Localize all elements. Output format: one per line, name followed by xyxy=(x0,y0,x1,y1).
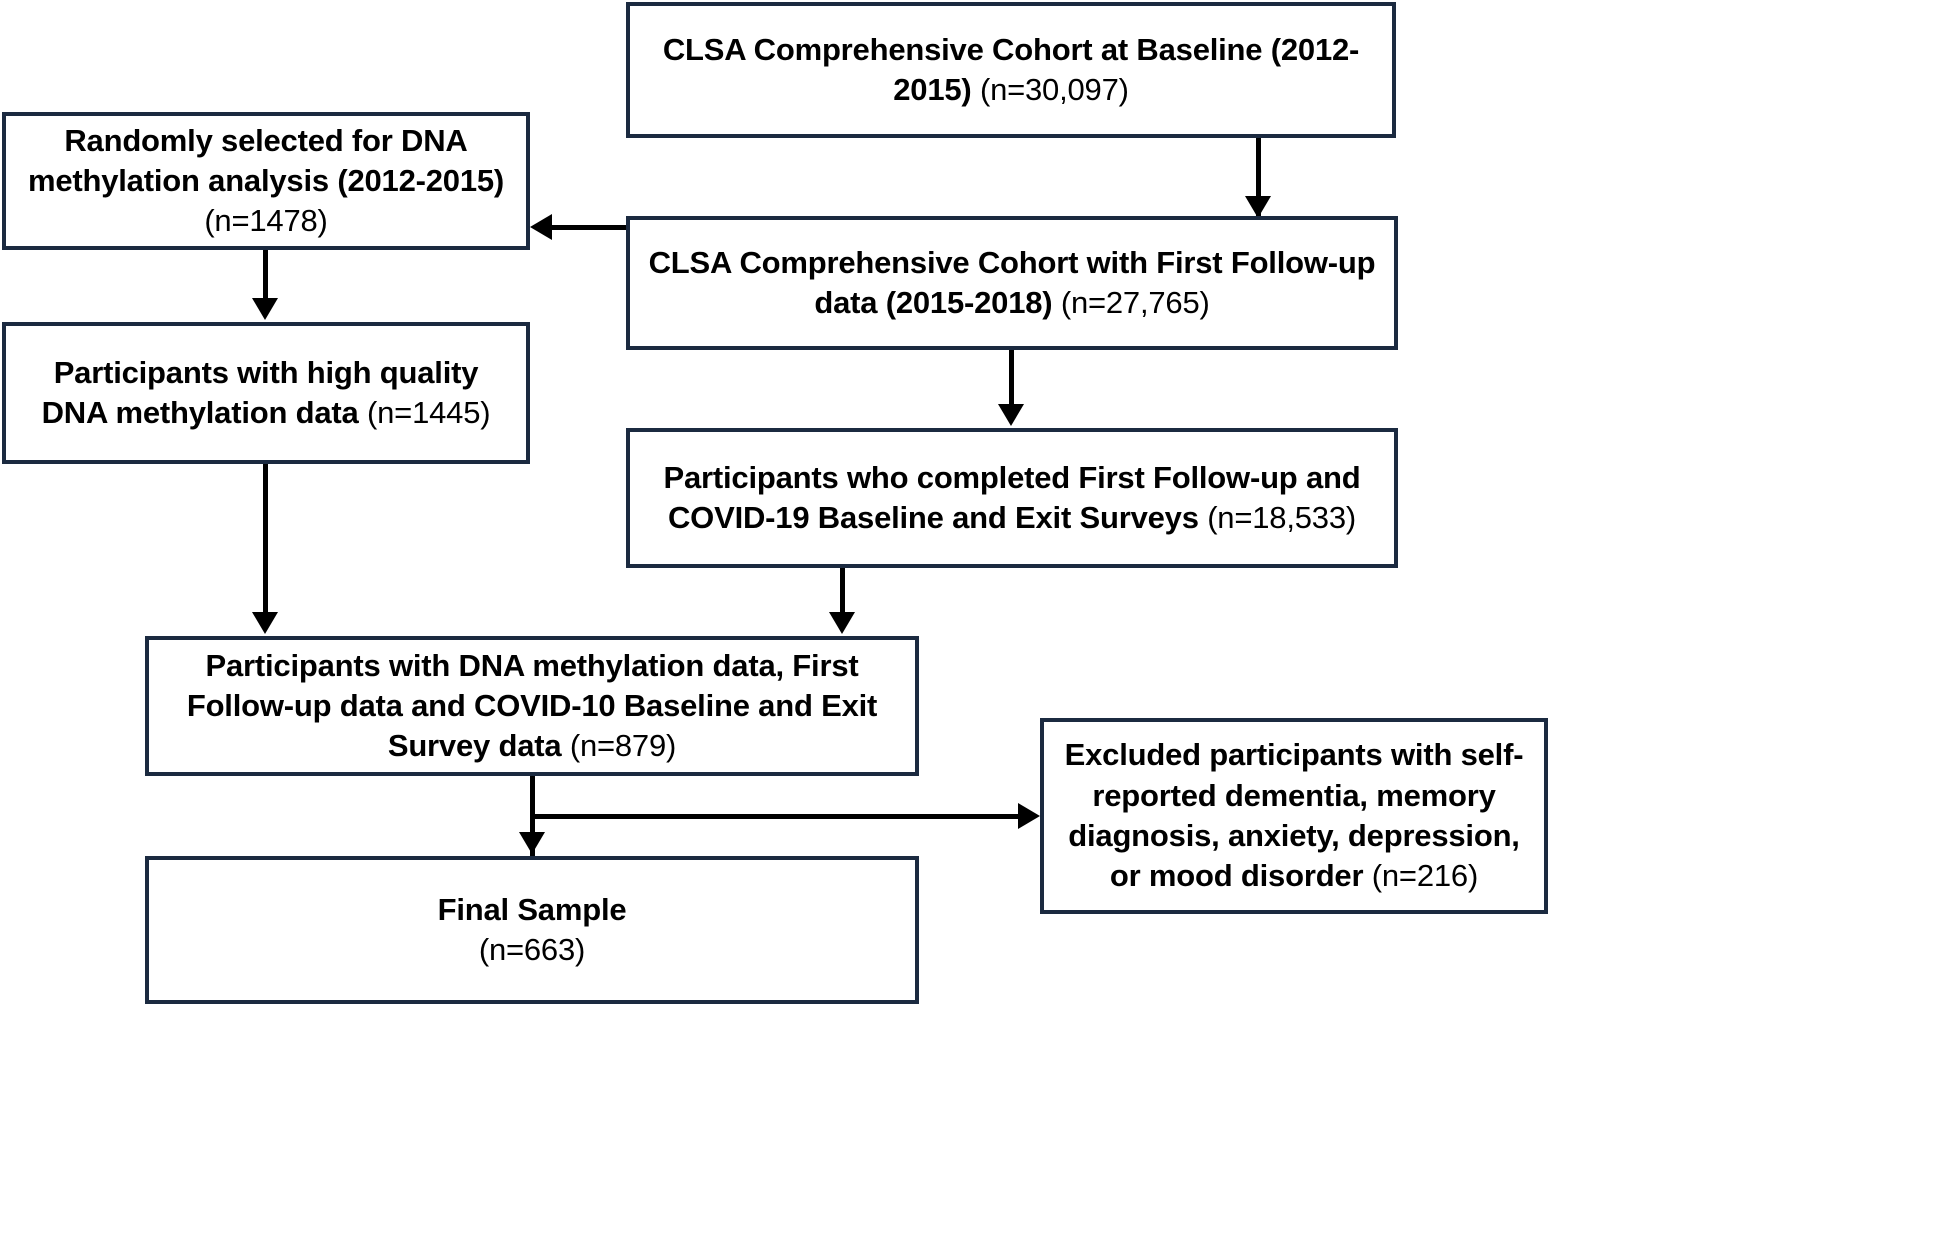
arrowhead-completed-to-combined xyxy=(829,612,855,634)
node-followup-text: CLSA Comprehensive Cohort with First Fol… xyxy=(644,243,1380,324)
node-clsa-comprehensive-cohort-baseline: CLSA Comprehensive Cohort at Baseline (2… xyxy=(626,2,1396,138)
connector-followup-to-completed xyxy=(1009,350,1014,406)
node-excluded-text: Excluded participants with self-reported… xyxy=(1058,735,1530,896)
node-followup-count: (n=27,765) xyxy=(1060,285,1210,320)
node-final-label: Final Sample xyxy=(437,891,627,927)
connector-completed-to-combined xyxy=(840,568,845,612)
node-highquality-text: Participants with high quality DNA methy… xyxy=(20,353,512,434)
node-combined-label: Participants with DNA methylation data, … xyxy=(186,647,878,764)
node-final-text: Final Sample (n=663) xyxy=(163,890,901,971)
node-highquality-label: Participants with high quality DNA methy… xyxy=(41,354,479,430)
node-clsa-cohort-first-followup: CLSA Comprehensive Cohort with First Fol… xyxy=(626,216,1398,350)
node-random-label: Randomly selected for DNA methylation an… xyxy=(27,122,505,198)
arrowhead-combined-to-final xyxy=(519,832,545,854)
node-random-text: Randomly selected for DNA methylation an… xyxy=(20,121,512,242)
node-excluded-count: (n=216) xyxy=(1371,858,1479,894)
connector-random-to-highquality xyxy=(263,250,268,298)
connector-combined-to-excluded-horizontal xyxy=(532,814,1020,819)
connector-highquality-to-combined xyxy=(263,464,268,612)
connector-baseline-stem xyxy=(1256,136,1261,228)
node-excluded-label: Excluded participants with self-reported… xyxy=(1064,737,1524,894)
node-completed-label: Participants who completed First Follow-… xyxy=(663,459,1361,535)
node-highquality-count: (n=1445) xyxy=(367,395,491,430)
node-followup-label: CLSA Comprehensive Cohort with First Fol… xyxy=(648,244,1376,320)
node-random-count: (n=1478) xyxy=(204,203,328,239)
arrowhead-combined-to-excluded xyxy=(1018,803,1040,829)
node-participants-completed-followup-covid-surveys: Participants who completed First Follow-… xyxy=(626,428,1398,568)
node-excluded-participants-self-reported-conditions: Excluded participants with self-reported… xyxy=(1040,718,1548,914)
arrowhead-followup-to-completed xyxy=(998,404,1024,426)
node-combined-count: (n=879) xyxy=(569,728,677,764)
node-baseline-text: CLSA Comprehensive Cohort at Baseline (2… xyxy=(644,30,1378,111)
node-final-count: (n=663) xyxy=(478,932,586,967)
arrowhead-baseline-to-followup xyxy=(1245,196,1271,218)
node-baseline-count: (n=30,097) xyxy=(979,72,1129,107)
arrowhead-baseline-to-random xyxy=(530,214,552,240)
node-final-sample: Final Sample (n=663) xyxy=(145,856,919,1004)
node-completed-text: Participants who completed First Follow-… xyxy=(644,458,1380,539)
arrowhead-highquality-to-combined xyxy=(252,612,278,634)
node-completed-count: (n=18,533) xyxy=(1207,500,1356,535)
arrowhead-random-to-highquality xyxy=(252,298,278,320)
node-baseline-label: CLSA Comprehensive Cohort at Baseline (2… xyxy=(662,31,1360,107)
node-combined-text: Participants with DNA methylation data, … xyxy=(163,646,901,767)
node-randomly-selected-dna-methylation: Randomly selected for DNA methylation an… xyxy=(2,112,530,250)
node-participants-high-quality-dna-methylation: Participants with high quality DNA methy… xyxy=(2,322,530,464)
node-participants-dna-methylation-followup-covid-data: Participants with DNA methylation data, … xyxy=(145,636,919,776)
